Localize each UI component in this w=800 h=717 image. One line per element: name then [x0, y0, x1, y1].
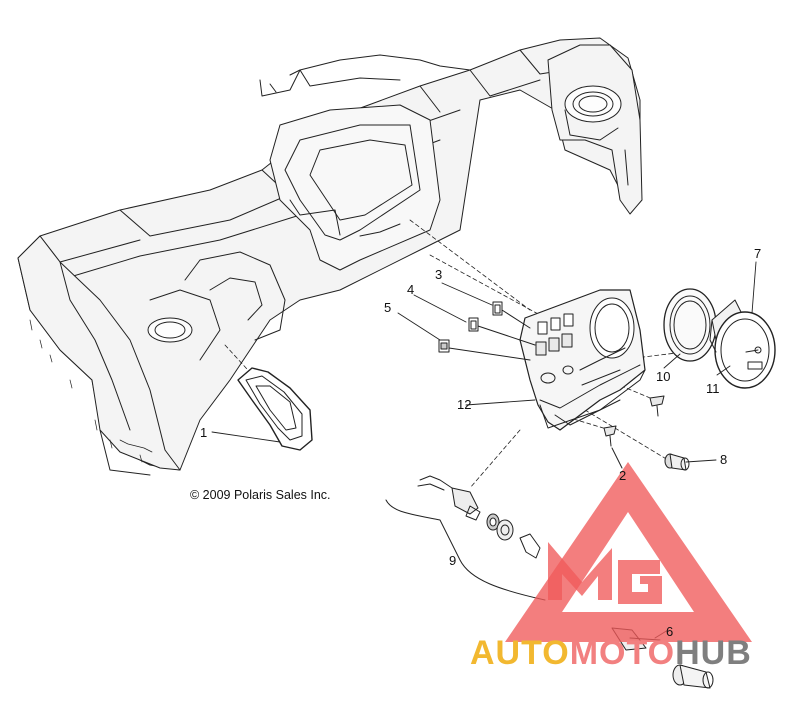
watermark-text: AUTOMOTOHUB: [470, 634, 752, 672]
callout-4: 4: [407, 282, 415, 297]
callout-8: 8: [720, 452, 728, 467]
watermark-moto: MOTO: [569, 634, 676, 672]
watermark-hub: HUB: [675, 634, 752, 672]
callout-5: 5: [384, 300, 392, 315]
callout-10: 10: [656, 369, 671, 384]
dashboard-shell: [17, 37, 643, 476]
callout-7: 7: [754, 246, 762, 261]
part-8-power-socket: [664, 453, 690, 471]
copyright-notice: © 2009 Polaris Sales Inc.: [190, 488, 331, 502]
callout-1: 1: [200, 425, 208, 440]
parts-3-4-5-switch-caps: [438, 301, 536, 361]
automotohub-logo-icon: [505, 462, 752, 642]
part-9-key-switch: [385, 475, 546, 601]
callout-9: 9: [449, 553, 457, 568]
callout-11: 11: [706, 381, 720, 396]
part-1-handle-seal: [237, 367, 313, 451]
callout-12: 12: [457, 397, 472, 412]
part-12-console-bezel: [519, 289, 646, 431]
callout-2: 2: [619, 468, 627, 483]
callout-leaders: [211, 261, 757, 639]
callout-3: 3: [435, 267, 443, 282]
part-10-gauge-ring: [663, 288, 717, 362]
callout-6: 6: [666, 624, 674, 639]
part-2-screws: [603, 395, 665, 469]
watermark-auto: AUTO: [470, 634, 570, 672]
part-11-speedometer: [709, 299, 776, 389]
